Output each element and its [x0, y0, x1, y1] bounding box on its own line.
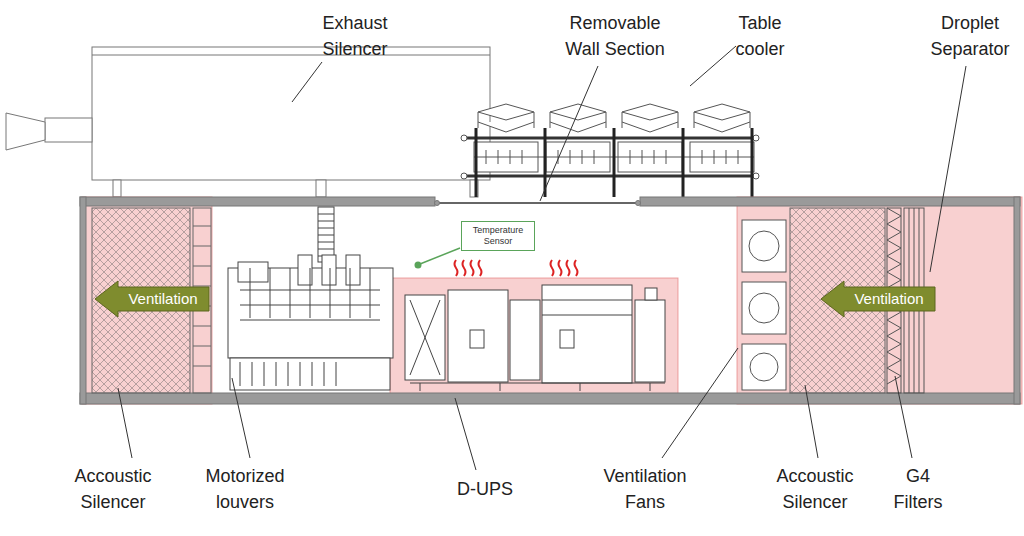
ventilation-arrow: Ventilation: [820, 280, 936, 318]
arrow-polygon: [821, 281, 935, 317]
container-walls: [80, 197, 1020, 404]
part-label: Exhaust Silencer: [305, 10, 405, 62]
part-label: Table cooler: [720, 10, 800, 62]
part-label: D-UPS: [445, 476, 525, 502]
table-cooler: [461, 104, 759, 197]
sensor-box: Temperature Sensor: [461, 221, 535, 251]
leader-lines: [118, 46, 966, 470]
exhaust-silencer: [6, 47, 490, 197]
part-label: Motorized louvers: [193, 463, 297, 515]
heat-marks: [455, 260, 578, 276]
part-label: Droplet Separator: [923, 10, 1018, 62]
part-label: Accoustic Silencer: [61, 463, 165, 515]
left-silencer: [92, 208, 211, 393]
part-label: G4 Filters: [885, 463, 951, 515]
sensor-pointer: [415, 248, 461, 269]
part-label: Ventilation Fans: [589, 463, 701, 515]
diesel-engine: [228, 207, 393, 390]
dups-machinery: [405, 285, 665, 391]
sensor-label: Temperature Sensor: [464, 225, 532, 247]
arrow-label: Ventilation: [94, 280, 210, 318]
part-label: Accoustic Silencer: [763, 463, 867, 515]
part-label: Removable Wall Section: [556, 10, 674, 62]
arrow-polygon: [95, 281, 209, 317]
ventilation-arrow: Ventilation: [94, 280, 210, 318]
highlight-zones: [82, 197, 1022, 404]
arrow-label: Ventilation: [820, 280, 936, 318]
